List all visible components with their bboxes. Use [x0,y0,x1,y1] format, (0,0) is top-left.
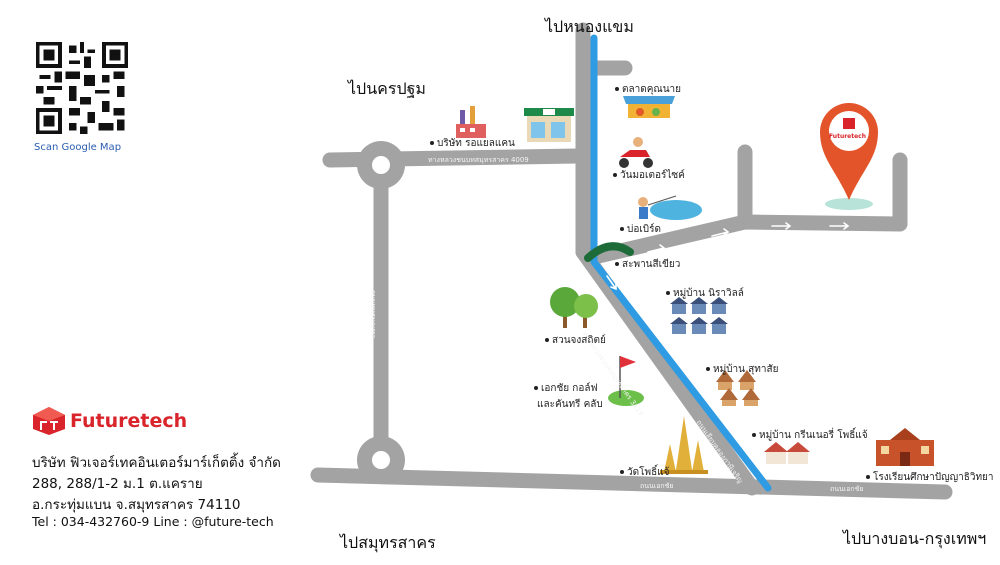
poi-bridge: สะพานสีเขียว [615,257,680,272]
school-icon [876,428,934,466]
store-icon [524,108,574,142]
company-address-1: 288, 288/1-2 ม.1 ต.แคราย [32,476,203,492]
golf-course-icon [608,356,644,406]
canal-line [590,34,772,492]
roundabout-south [357,436,405,484]
pin-label: Futuretech [829,133,867,140]
road-east [582,152,908,266]
brand-name: Futuretech [70,410,188,432]
fishing-pond-icon [638,195,702,220]
company-brand: Futuretech [32,406,187,436]
poi-park: สวนจงสถิตย์ [545,333,606,348]
poi-factory: บริษัท รอแยลแคน [430,136,515,151]
poi-temple: วัดโพธิ์แจ้ [620,465,669,480]
temple-icon [660,416,708,474]
road-label-4009: ทางหลวงชนบทสมุทรสาคร 4009 [428,156,529,164]
road-label-west: ถนนพุทธมณฑล [369,290,377,339]
road-3119 [575,244,760,496]
poi-motor: วันมอเตอร์ไซค์ [613,168,685,183]
poi-village3: หมู่บ้าน กรีนเนอรี่ โพธิ์แจ้ [752,428,868,443]
qr-code-icon[interactable] [36,42,128,134]
road-label-ekachai-2: ถนนเอกชัย [830,485,864,493]
poi-village1: หมู่บ้าน นิราวิลล์ [666,286,744,301]
company-contact: Tel : 034-432760-9 Line : @future-tech [32,514,274,529]
village-green-houses-icon [764,442,810,464]
poi-village2: หมู่บ้าน สุทาสัย [706,362,778,377]
location-pin-icon[interactable] [820,103,878,210]
bridge-icon [584,242,634,262]
park-trees-icon [550,287,598,328]
direction-northwest: ไปนครปฐม [348,79,426,98]
poi-school: โรงเรียนศึกษาปัญญาธิวิทยา [866,470,994,485]
poi-market: ตลาดคุณนาย [615,82,681,97]
company-name: บริษัท ฟิวเจอร์เทคอินเตอร์มาร์เก็ตติ้ง จ… [32,455,281,471]
village-houses-icon [672,304,726,334]
roundabout-north [357,141,405,189]
direction-southwest: ไปสมุทรสาคร [340,533,436,552]
poi-golf-line2: และคันทรี คลับ [537,399,603,410]
poi-golf: เอกชัย กอล์ฟ [534,381,598,396]
village-thai-houses-icon [716,370,760,406]
route-arrows [606,222,850,291]
direction-north: ไปหนองแขม [545,17,634,36]
futuretech-logo-icon [33,407,65,435]
factory-icon [456,106,486,138]
poi-fishing: บ่อเบิร์ด [620,222,661,237]
motorcycle-icon [619,137,653,168]
road-label-ekachai-1: ถนนเอกชัย [640,482,674,490]
market-icon [623,96,675,118]
qr-caption: Scan Google Map [34,142,122,153]
road-ekachai [310,467,953,500]
company-address-2: อ.กระทุ่มแบน จ.สมุทรสาคร 74110 [32,497,241,513]
direction-southeast: ไปบางบอน-กรุงเทพฯ [843,529,987,548]
